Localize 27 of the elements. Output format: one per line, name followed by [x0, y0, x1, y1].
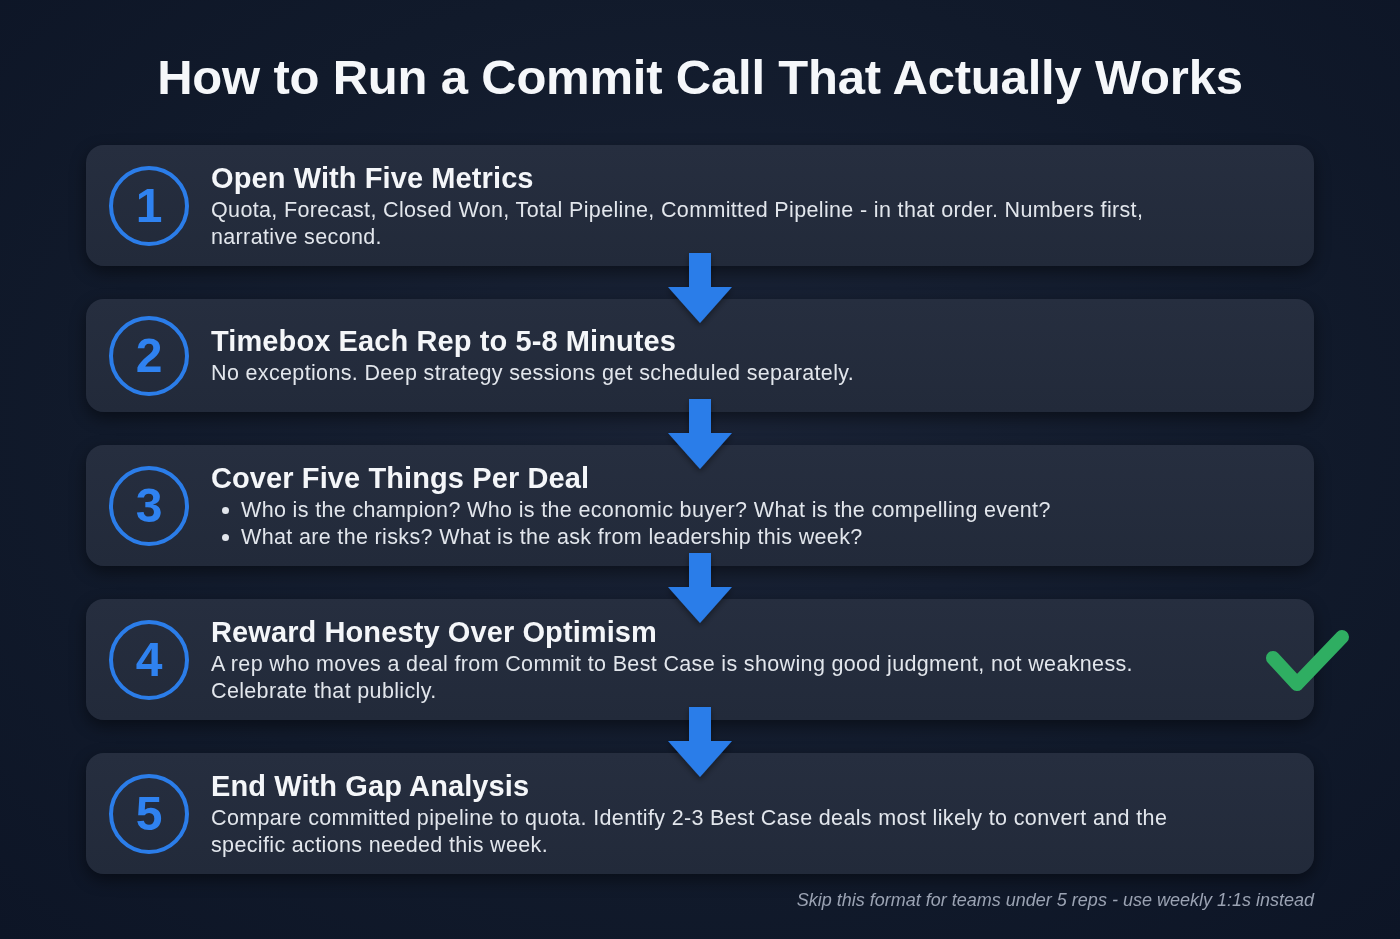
- step-heading: Reward Honesty Over Optimism: [211, 614, 657, 649]
- step-card: [86, 445, 1314, 566]
- down-arrow: [668, 707, 732, 777]
- down-arrow: [668, 253, 732, 323]
- step-card: [86, 299, 1314, 412]
- step-heading: Timebox Each Rep to 5-8 Minutes: [211, 324, 677, 358]
- step-number-circle: 5: [109, 773, 189, 854]
- step-card: [86, 753, 1314, 874]
- down-arrow: [668, 399, 732, 469]
- step-heading: Cover Five Things Per Deal: [211, 460, 590, 495]
- step-number-circle: 3: [109, 465, 189, 546]
- step-heading: Open With Five Metrics: [211, 160, 534, 195]
- step-card: [86, 599, 1314, 720]
- step-description: No exceptions. Deep strategy sessions get scheduled separately.: [211, 360, 855, 387]
- step-number-circle: 4: [109, 619, 189, 700]
- title: How to Run a Commit Call That Actually Works: [156, 49, 1244, 106]
- bullet-item: What are the risks? What is the ask from leadership this week?: [241, 523, 863, 551]
- step-description: A rep who moves a deal from Commit to Best Case is showing good judgment, not weakness. Celebrate that publicly.: [211, 650, 1134, 705]
- step-number-circle: 1: [109, 165, 189, 246]
- step-card: [86, 145, 1314, 266]
- step-heading: End With Gap Analysis: [211, 768, 530, 803]
- step-number-circle: 2: [109, 315, 189, 396]
- bullet-item: Who is the champion? Who is the economic buyer? What is the compelling event?: [241, 496, 1051, 524]
- step-description: Quota, Forecast, Closed Won, Total Pipeline, Committed Pipeline - in that order. Numbers first, narrative second.: [211, 196, 1145, 251]
- footnote: Skip this format for teams under 5 reps - use weekly 1:1s instead: [796, 889, 1314, 911]
- down-arrow: [668, 553, 732, 623]
- step-description: Compare committed pipeline to quota. Identify 2-3 Best Case deals most likely to convert and the specific actions needed this week.: [211, 804, 1169, 859]
